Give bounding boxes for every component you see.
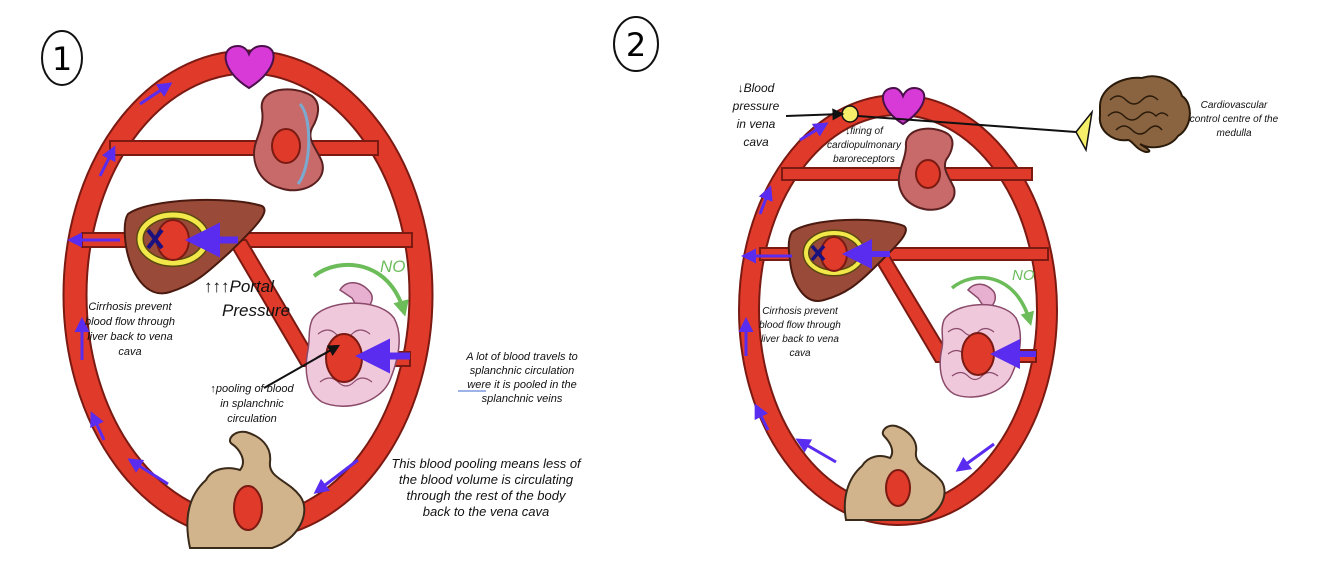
intestine-icon [939,283,1022,398]
panel-2: 2 [613,16,1279,526]
flow-arrows [67,82,359,494]
no-arrow: NO [312,257,409,317]
svg-text:blood flow through: blood flow through [759,320,841,331]
svg-text:cava: cava [118,346,141,358]
svg-text:in vena: in vena [737,117,776,131]
bp-pointer-arrow [785,108,845,121]
svg-text:the blood volume is circulatin: the blood volume is circulating [399,472,574,487]
svg-text:Cirrhosis prevent: Cirrhosis prevent [762,306,839,317]
kidney-icon [897,127,956,211]
brain-icon [1098,75,1191,154]
svg-text:liver back to vena: liver back to vena [761,334,839,345]
svg-text:pressure: pressure [732,99,780,113]
afferent-signal-line [857,115,1077,133]
svg-text:↓Blood: ↓Blood [738,81,775,95]
arm-muscle-icon [186,430,306,549]
kidney-icon [253,88,324,192]
svg-text:Pressure: Pressure [222,301,290,320]
svg-text:Cardiovascular: Cardiovascular [1201,100,1268,111]
pooling-note: ↑pooling of blood in splanchnic circulat… [210,383,294,425]
panel-number-1: 1 [41,30,83,86]
cirrhosis-note: Cirrhosis prevent blood flow through liv… [85,301,175,358]
svg-text:through the rest of the body: through the rest of the body [407,488,567,503]
block-x-icon [810,244,826,262]
heart-icon [224,44,275,90]
svg-text:↓firing of: ↓firing of [845,126,884,137]
svg-text:A lot of blood travels to: A lot of blood travels to [465,351,578,363]
svg-text:cava: cava [789,348,811,359]
panel-number-text: 2 [626,26,646,64]
panel-1: 1 [41,30,582,549]
flow-arrows [738,122,995,472]
svg-text:cava: cava [743,135,769,149]
svg-text:control centre of the: control centre of the [1190,114,1279,125]
portal-pressure-label: ↑↑↑Portal Pressure [204,277,290,320]
baroreceptors-note: ↓firing of cardiopulmonary baroreceptors [827,126,902,165]
no-label: NO [1012,267,1035,284]
panel-number-text: 1 [52,40,72,78]
svg-text:circulation: circulation [227,413,277,425]
svg-text:Cirrhosis prevent: Cirrhosis prevent [88,301,172,313]
pooling-pointer-arrow [263,344,341,389]
svg-text:in splanchnic: in splanchnic [220,398,284,410]
svg-text:↑↑↑Portal: ↑↑↑Portal [204,277,275,296]
svg-text:splanchnic veins: splanchnic veins [482,393,563,405]
intestine-icon [305,282,400,407]
svg-text:liver back to vena: liver back to vena [87,331,173,343]
no-arrow: NO [950,267,1035,327]
medulla-note: Cardiovascular control centre of the med… [1190,100,1279,139]
svg-text:medulla: medulla [1216,128,1251,139]
heart-icon [881,86,926,126]
svg-text:back to the vena cava: back to the vena cava [423,504,549,519]
svg-text:baroreceptors: baroreceptors [833,154,895,165]
svg-text:were it is pooled in the: were it is pooled in the [467,379,576,391]
no-label: NO [380,257,406,276]
panel-number-2: 2 [613,16,659,72]
baroreceptor-icon [841,105,859,123]
svg-text:splanchnic circulation: splanchnic circulation [470,365,575,377]
less-volume-note: This blood pooling means less of the blo… [391,456,582,519]
splanchnic-note: A lot of blood travels to splanchnic cir… [458,351,578,405]
bp-vena-cava-note: ↓Blood pressure in vena cava [732,81,780,149]
svg-text:blood flow through: blood flow through [85,316,175,328]
svg-text:cardiopulmonary: cardiopulmonary [827,140,902,151]
arm-muscle-icon [843,424,946,521]
block-x-icon [146,228,164,250]
renal-vessel [109,140,379,156]
svg-text:This blood pooling means less: This blood pooling means less of [391,456,582,471]
cirrhosis-note: Cirrhosis prevent blood flow through liv… [759,306,841,359]
svg-text:↑pooling of blood: ↑pooling of blood [210,383,294,395]
receptor-terminal [1075,109,1094,153]
